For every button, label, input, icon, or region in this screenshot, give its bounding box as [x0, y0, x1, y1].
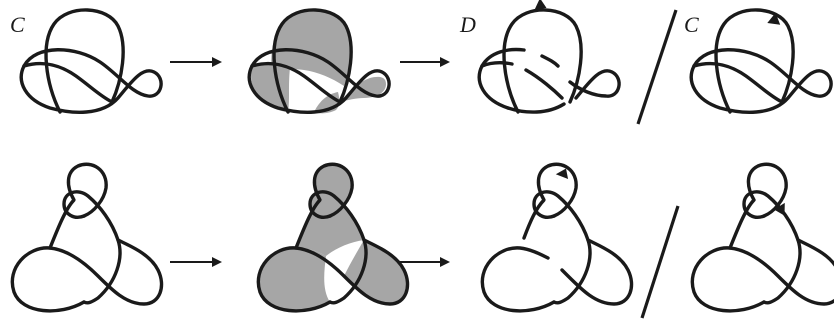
- knot-top-2-shaded: [247, 8, 391, 114]
- knot-bottom-4-oriented: [690, 162, 834, 313]
- knot-top-4-oriented: [689, 8, 833, 114]
- knot-top-1: [19, 8, 163, 114]
- slash-bottom: [640, 205, 680, 319]
- arrow-top-1: [170, 57, 222, 67]
- slash-top: [636, 9, 678, 125]
- knot-bottom-2-shaded: [256, 162, 410, 313]
- label-d: D: [459, 12, 476, 37]
- label-c-top-left: C: [10, 12, 25, 37]
- arrow-bottom-1: [170, 257, 222, 267]
- arrow-top-2: [400, 57, 450, 67]
- arrow-bottom-2: [400, 257, 450, 267]
- knot-bottom-3-oriented: [480, 162, 634, 313]
- knot-top-3-oriented: [477, 0, 621, 114]
- knot-bottom-1: [10, 162, 164, 313]
- label-c-top-right: C: [684, 12, 699, 37]
